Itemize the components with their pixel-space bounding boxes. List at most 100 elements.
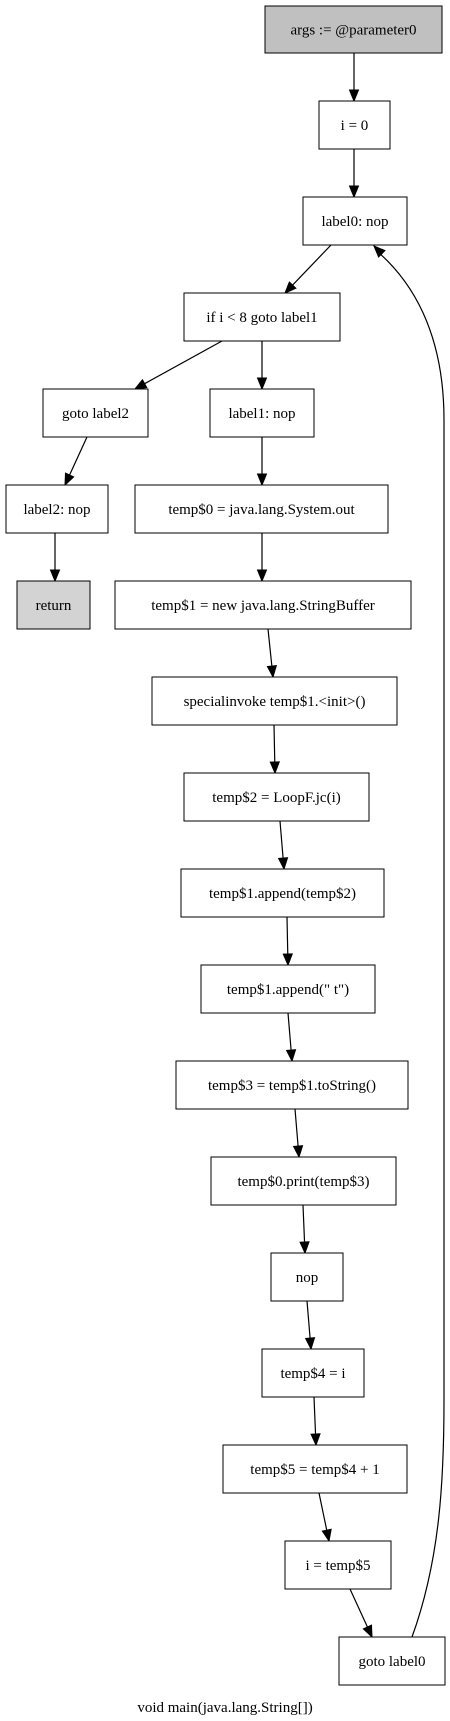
arrowhead (362, 1624, 373, 1639)
cfg-node-i-0: i = 0 (318, 100, 391, 150)
edge-n19-to-n20 (349, 1588, 373, 1639)
edge-n11-to-n12 (277, 820, 289, 871)
arrowhead (277, 857, 289, 871)
edge-n16-to-n17 (304, 1300, 316, 1351)
cfg-node-temp-3-temp-1-tostring: temp$3 = temp$1.toString() (175, 1060, 409, 1110)
edge-n3-to-n4 (133, 340, 223, 390)
edge-line (302, 1204, 306, 1244)
node-label: temp$0 = java.lang.System.out (168, 502, 355, 518)
node-box (175, 1060, 409, 1110)
cfg-node-temp-4-i: temp$4 = i (261, 1348, 365, 1398)
edge-n6-to-n8 (49, 533, 61, 583)
edge-n9-to-n10 (266, 628, 278, 679)
node-label: temp$2 = LoopF.jc(i) (212, 790, 341, 806)
node-box (222, 1444, 408, 1494)
cfg-node-return: return (16, 580, 91, 630)
node-label: goto label2 (62, 406, 129, 422)
arrowhead (284, 281, 297, 294)
node-label: if i < 8 goto label1 (206, 310, 317, 326)
edge-line (279, 820, 284, 860)
edges-layer (49, 53, 445, 1639)
edge-n0-to-n1 (348, 53, 360, 103)
node-box (270, 1252, 344, 1302)
node-label: temp$1 = new java.lang.StringBuffer (151, 598, 375, 614)
node-box (338, 1636, 446, 1686)
edge-line (318, 1492, 328, 1532)
arrowhead (266, 665, 278, 679)
arrowhead (269, 761, 281, 775)
cfg-node-i-temp-5: i = temp$5 (284, 1540, 392, 1590)
edge-n15-to-n16 (299, 1204, 310, 1255)
node-label: temp$1.append(" t") (227, 982, 349, 998)
node-label: label0: nop (321, 214, 388, 230)
node-label: label1: nop (228, 406, 295, 422)
graph-caption: void main(java.lang.String[]) (137, 1700, 312, 1716)
arrowhead (348, 185, 360, 199)
node-box (200, 964, 376, 1014)
node-box (210, 1156, 397, 1206)
arrowhead (310, 1433, 321, 1447)
node-label: temp$3 = temp$1.toString() (208, 1078, 376, 1094)
node-box (264, 5, 443, 54)
node-box (209, 388, 315, 438)
cfg-node-label0-nop: label0: nop (302, 196, 408, 246)
edge-n3-to-n5 (256, 341, 268, 391)
node-label: i = 0 (341, 118, 369, 134)
edge-n20-to-n2 (373, 245, 445, 1638)
arrowhead (373, 245, 386, 258)
arrowhead (256, 377, 268, 391)
node-label: i = temp$5 (305, 1558, 370, 1574)
edge-n4-to-n6 (64, 436, 88, 487)
edge-line (143, 340, 223, 385)
edge-n17-to-n18 (310, 1396, 321, 1447)
arrowhead (49, 569, 61, 583)
arrowhead (133, 378, 148, 390)
arrowhead (348, 89, 360, 103)
node-box (261, 1348, 365, 1398)
cfg-node-label2-nop: label2: nop (5, 484, 109, 534)
edge-n5-to-n7 (256, 437, 268, 487)
node-box (302, 196, 408, 246)
node-label: args := @parameter0 (290, 23, 416, 39)
edge-n1-to-n2 (348, 149, 360, 199)
cfg-node-temp-1-append-t: temp$1.append(" t") (200, 964, 376, 1014)
node-box (183, 292, 341, 342)
edge-line (287, 1012, 292, 1052)
node-box (183, 772, 370, 822)
arrowhead (64, 472, 75, 487)
edge-n12-to-n13 (282, 916, 294, 967)
edge-line (286, 916, 289, 956)
edge-line (291, 244, 332, 287)
node-box (5, 484, 109, 534)
edge-line (349, 1588, 369, 1629)
edge-line (313, 1396, 317, 1436)
edge-line (377, 251, 445, 1638)
arrowhead (299, 1241, 310, 1255)
node-box (284, 1540, 392, 1590)
arrowhead (256, 569, 268, 583)
node-label: specialinvoke temp$1.<init>() (184, 694, 366, 710)
edge-line (68, 436, 88, 477)
node-label: label2: nop (23, 502, 90, 518)
node-box (114, 580, 412, 630)
edge-n18-to-n19 (318, 1492, 332, 1543)
node-label: temp$1.append(temp$2) (209, 886, 356, 902)
edge-n10-to-n11 (269, 724, 281, 775)
node-box (318, 100, 391, 150)
cfg-node-temp-2-loopf-jc-i: temp$2 = LoopF.jc(i) (183, 772, 370, 822)
edge-line (306, 1300, 311, 1340)
node-label: temp$4 = i (280, 1366, 345, 1382)
arrowhead (285, 1049, 297, 1063)
edge-line (273, 724, 276, 764)
cfg-node-args-parameter0: args := @parameter0 (264, 5, 443, 54)
cfg-node-specialinvoke-temp-1-init: specialinvoke temp$1.<init>() (151, 676, 398, 726)
node-label: temp$0.print(temp$3) (237, 1174, 369, 1190)
arrowhead (292, 1145, 304, 1159)
edge-n7-to-n9 (256, 533, 268, 583)
cfg-node-temp-5-temp-4-1: temp$5 = temp$4 + 1 (222, 1444, 408, 1494)
node-label: return (36, 598, 72, 614)
node-box (180, 868, 385, 918)
node-box (151, 676, 398, 726)
edge-n2-to-n3 (284, 244, 332, 294)
